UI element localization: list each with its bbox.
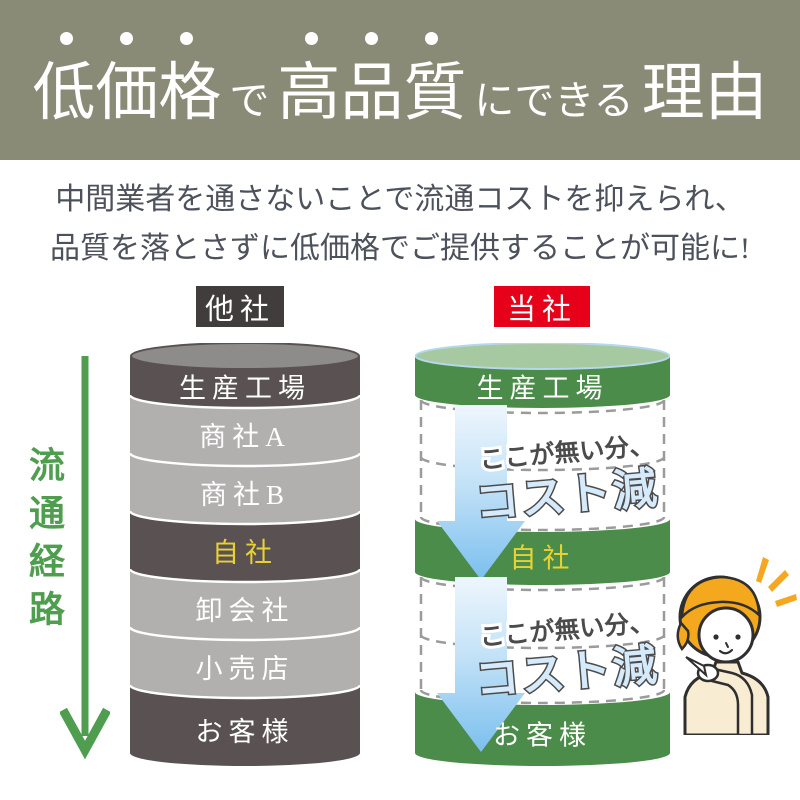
emphasis-dots-2 — [285, 32, 458, 45]
cost-down-arrow-icon — [437, 577, 525, 752]
page-title: 低価格 で 高品質 にできる 理由 — [0, 32, 800, 128]
layer-band — [130, 627, 360, 698]
cost-down-arrow-icon — [437, 405, 525, 580]
woman-pointing-illustration — [676, 557, 797, 735]
layer-label: 生産工場 — [477, 374, 609, 404]
accent-dot — [305, 32, 319, 45]
layer-separator — [130, 452, 360, 468]
layer-band — [130, 569, 360, 640]
layer-band — [130, 511, 360, 582]
layer-label-own-company: 自社 — [212, 538, 278, 568]
route-label: 流通経路 — [24, 446, 64, 638]
removed-layers-box-1 — [419, 399, 666, 532]
title-part-2: で — [229, 78, 270, 123]
our-company-cylinder: ここが無い分、 コスト減 ここが無い分、 コスト減 生産工場 自社 お客様 — [415, 343, 670, 766]
title-banner: 低価格 で 高品質 にできる 理由 — [0, 0, 800, 160]
layer-band — [415, 356, 670, 408]
other-company-tag: 他社 — [196, 286, 284, 327]
layer-label: 商社A — [199, 422, 291, 452]
title-part-emphasis-3: 高品質 — [277, 32, 466, 125]
accent-dot — [120, 32, 134, 45]
title-part-emphasis-1: 低価格 — [32, 32, 221, 125]
title-part-4: にできる — [474, 78, 634, 123]
layer-separator — [130, 510, 360, 526]
layer-band — [130, 356, 360, 408]
title-text-1: 低価格 — [32, 58, 222, 128]
layer-label: 生産工場 — [179, 374, 311, 404]
accent-dot — [365, 32, 379, 45]
layer-band — [130, 685, 360, 766]
layer-separator — [130, 684, 360, 700]
layer-label-own-company: 自社 — [510, 544, 576, 574]
sparkle-icon — [756, 557, 797, 607]
title-part-5: 理由 — [641, 58, 768, 128]
intro-line-2: 品質を落とさずに低価格でご提供することが可能に! — [50, 231, 750, 265]
layer-label: お客様 — [196, 717, 295, 747]
layer-band — [130, 395, 360, 466]
cylinder-top — [415, 343, 670, 370]
our-company-tag: 当社 — [494, 286, 590, 327]
title-text-3: 高品質 — [277, 58, 467, 128]
intro-line-1: 中間業者を通さないことで流通コストを抑えられ、 — [55, 183, 745, 216]
layer-label: 小売店 — [196, 654, 295, 684]
removed-layers-box-2 — [419, 576, 666, 705]
intro-text: 中間業者を通さないことで流通コストを抑えられ、 品質を落とさずに低価格でご提供す… — [0, 176, 800, 273]
layer-separator — [130, 626, 360, 642]
accent-dot — [60, 32, 74, 45]
layer-band — [130, 453, 360, 524]
woman-figure — [676, 575, 770, 735]
other-company-cylinder: 生産工場 商社A 商社B 自社 卸会社 小売店 お客様 — [130, 343, 360, 766]
layer-separator — [130, 568, 360, 584]
cylinder-top — [130, 343, 360, 370]
layer-label: お客様 — [493, 721, 592, 751]
layer-separator — [130, 394, 360, 410]
layer-label: 卸会社 — [196, 596, 295, 626]
emphasis-dots-1 — [40, 32, 213, 45]
accent-dot — [180, 32, 194, 45]
layer-label: 商社B — [200, 480, 290, 510]
route-down-arrow-icon — [60, 356, 110, 760]
accent-dot — [425, 32, 439, 45]
